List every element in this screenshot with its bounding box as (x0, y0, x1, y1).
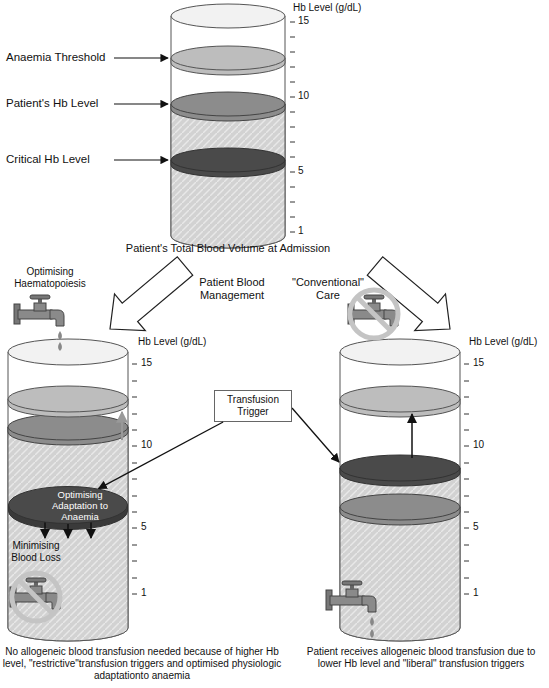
open-tap (370, 617, 374, 626)
pbm-cylinder (44, 520, 46, 538)
level-label: Critical Hb Level (6, 153, 114, 167)
pbm-cylinder (8, 339, 128, 641)
leader-arrows (114, 57, 168, 58)
level-band: Optimising Adaptation to Anaemia (8, 486, 128, 524)
axis-title: Hb Level (g/dL) (293, 2, 388, 14)
level-label: Patient's Hb Level (6, 97, 114, 111)
admission-cylinder (171, 104, 285, 248)
closed-tap (348, 290, 398, 338)
open-tap (14, 295, 64, 351)
branch-label: "Conventional" Care (285, 276, 371, 302)
open-tap (326, 581, 376, 612)
tap-label: Optimising Haematopoiesis (4, 266, 96, 290)
axis-number: 10 (141, 439, 165, 451)
axis-number: 10 (298, 90, 322, 102)
closed-tap (10, 573, 60, 621)
branch-label: Patient Blood Management (192, 276, 272, 302)
axis-title: Hb Level (g/dL) (138, 336, 228, 348)
axis-number: 15 (141, 357, 165, 369)
closed-tap (357, 297, 391, 331)
leader-arrows (114, 58, 168, 160)
band-ellipse (9, 487, 128, 524)
axis-ticks (290, 22, 295, 232)
text-wrap: Optimising Adaptation to Anaemia (47, 489, 113, 522)
open-tap (58, 342, 62, 351)
admission-cylinder (171, 148, 285, 172)
leader-arrows (114, 103, 168, 104)
pbm-cylinder (8, 352, 128, 641)
axis-number: 15 (298, 15, 322, 27)
pbm-cylinder (121, 412, 123, 440)
admission-cylinder (171, 4, 285, 28)
connector-arrow (99, 422, 224, 489)
axis-number: 1 (141, 587, 165, 599)
trigger-leader (292, 408, 339, 462)
axis-number: 15 (473, 357, 497, 369)
pbm-cylinder (8, 414, 128, 440)
axis-ticks (464, 364, 469, 594)
trigger-box: Transfusion Trigger (214, 390, 292, 422)
conventional-cylinder (340, 339, 460, 365)
conventional-cylinder (340, 386, 460, 412)
conventional-cylinder (340, 494, 460, 520)
axis-number: 5 (298, 165, 322, 177)
node-text: Transfusion Trigger (216, 394, 290, 418)
open-tap (14, 295, 64, 326)
axis-title: Hb Level (g/dL) (469, 336, 549, 348)
admission-cylinder (171, 46, 285, 70)
tap-label: Minimising Blood Loss (4, 540, 68, 564)
closed-tap (19, 580, 53, 614)
admission-cylinder (171, 4, 285, 248)
axis-number: 10 (473, 439, 497, 451)
conventional-cylinder (340, 468, 460, 641)
text-wrap: Transfusion Trigger (216, 394, 290, 418)
volume-caption: Patient's Total Blood Volume at Admissio… (108, 242, 348, 255)
branch-arrow (110, 257, 193, 331)
axis-number: 5 (473, 521, 497, 533)
pbm-cylinder (8, 386, 128, 412)
admission-cylinder (171, 92, 285, 116)
pbm-cylinder (8, 339, 128, 365)
axis-ticks (132, 364, 137, 594)
conventional-cylinder (340, 455, 460, 481)
axis-number: 5 (141, 521, 165, 533)
closed-tap (350, 290, 398, 338)
level-label: Anaemia Threshold (6, 51, 114, 65)
open-tap (326, 581, 376, 638)
open-tap (370, 629, 374, 638)
axis-number: 1 (473, 587, 497, 599)
conventional-cylinder (411, 414, 413, 458)
outcome-caption: No allogeneic blood transfusion needed b… (2, 646, 282, 682)
outcome-caption: Patient receives allogeneic blood transf… (296, 646, 546, 670)
axis-number: 1 (298, 225, 322, 237)
leader-arrows (114, 159, 168, 160)
node-text: Optimising Adaptation to Anaemia (47, 489, 113, 522)
closed-tap (12, 573, 60, 621)
pbm-cylinder (90, 520, 92, 538)
open-tap (58, 331, 62, 340)
admission-cylinder (171, 16, 285, 248)
pbm-cylinder (8, 427, 128, 641)
